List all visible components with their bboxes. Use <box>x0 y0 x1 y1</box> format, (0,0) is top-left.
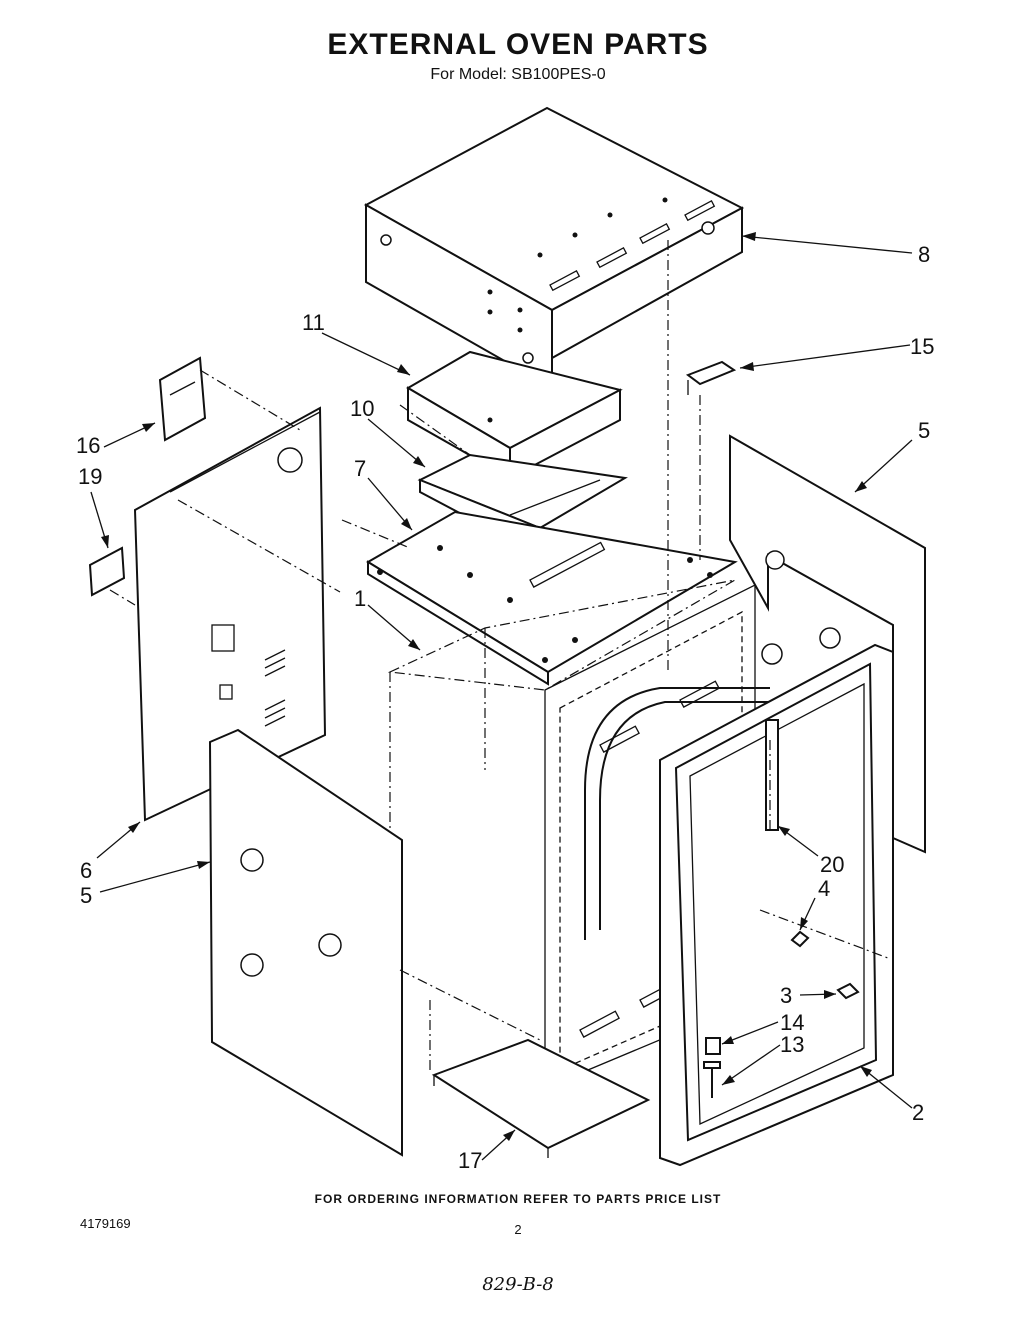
assembly-guide-lines <box>109 240 889 959</box>
callout-14: 14 <box>780 1010 804 1035</box>
part-5-right-side-panel <box>729 434 926 854</box>
part-19-plate <box>88 546 126 597</box>
callout-19: 19 <box>78 464 102 489</box>
part-20-strip <box>765 719 779 831</box>
part-11-inner-panel <box>406 350 623 480</box>
callout-4: 4 <box>818 876 830 901</box>
callout-6: 6 <box>80 858 92 883</box>
page-title: EXTERNAL OVEN PARTS <box>327 28 709 61</box>
callout-5-right: 5 <box>918 418 930 443</box>
callout-8: 8 <box>918 242 930 267</box>
callout-5-left: 5 <box>80 883 92 908</box>
part-6-left-side-panel <box>133 406 327 822</box>
callout-7: 7 <box>354 456 366 481</box>
part-7-floor-plate <box>366 510 738 686</box>
part-16-bracket <box>158 356 207 442</box>
document-number: 4179169 <box>80 1216 131 1231</box>
callout-3: 3 <box>780 983 792 1008</box>
ordering-note: FOR ORDERING INFORMATION REFER TO PARTS … <box>314 1192 722 1206</box>
part-17-bottom-tray <box>399 969 651 1158</box>
callout-2: 2 <box>912 1100 924 1125</box>
page-number: 2 <box>514 1222 522 1237</box>
model-subtitle: For Model: SB100PES-0 <box>430 66 606 83</box>
handwritten-note: 829-B-8 <box>482 1274 554 1295</box>
part-2-door-frame <box>659 643 894 1167</box>
callout-11: 11 <box>302 310 325 335</box>
callout-20: 20 <box>820 852 844 877</box>
leader-lines <box>90 232 913 1161</box>
callout-13: 13 <box>780 1032 804 1057</box>
callout-17: 17 <box>458 1148 482 1173</box>
callout-16: 16 <box>76 433 100 458</box>
part-5-left-front-panel <box>208 728 403 1157</box>
callout-15: 15 <box>910 334 934 359</box>
callout-labels: 8 11 15 16 10 5 19 7 1 6 5 20 4 3 14 13 … <box>76 242 934 1173</box>
callout-1: 1 <box>354 586 366 611</box>
part-8-top-cover <box>363 106 745 390</box>
callout-10: 10 <box>350 396 374 421</box>
hardware-parts <box>685 360 860 1098</box>
